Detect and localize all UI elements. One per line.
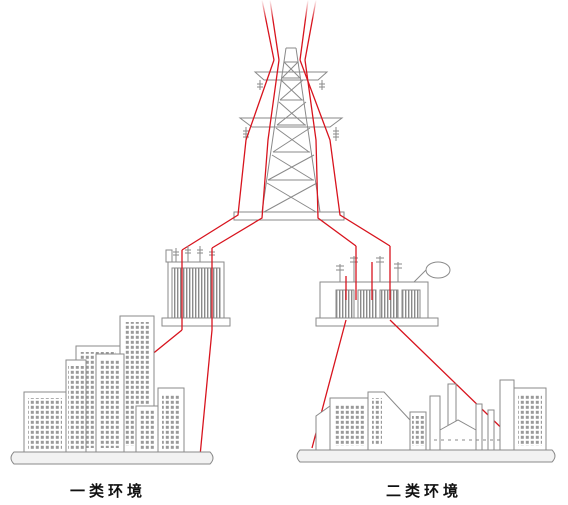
left-transformer	[161, 246, 231, 327]
right-industry	[315, 379, 547, 451]
label-class-1-environment: 一类环境	[70, 482, 147, 500]
left-city	[23, 315, 185, 453]
right-ground	[296, 449, 556, 463]
right-transformer	[315, 256, 451, 327]
left-ground	[10, 451, 214, 465]
tower-wires	[181, 59, 391, 251]
transmission-tower	[233, 47, 345, 221]
label-class-2-environment: 二类环境	[386, 482, 463, 500]
